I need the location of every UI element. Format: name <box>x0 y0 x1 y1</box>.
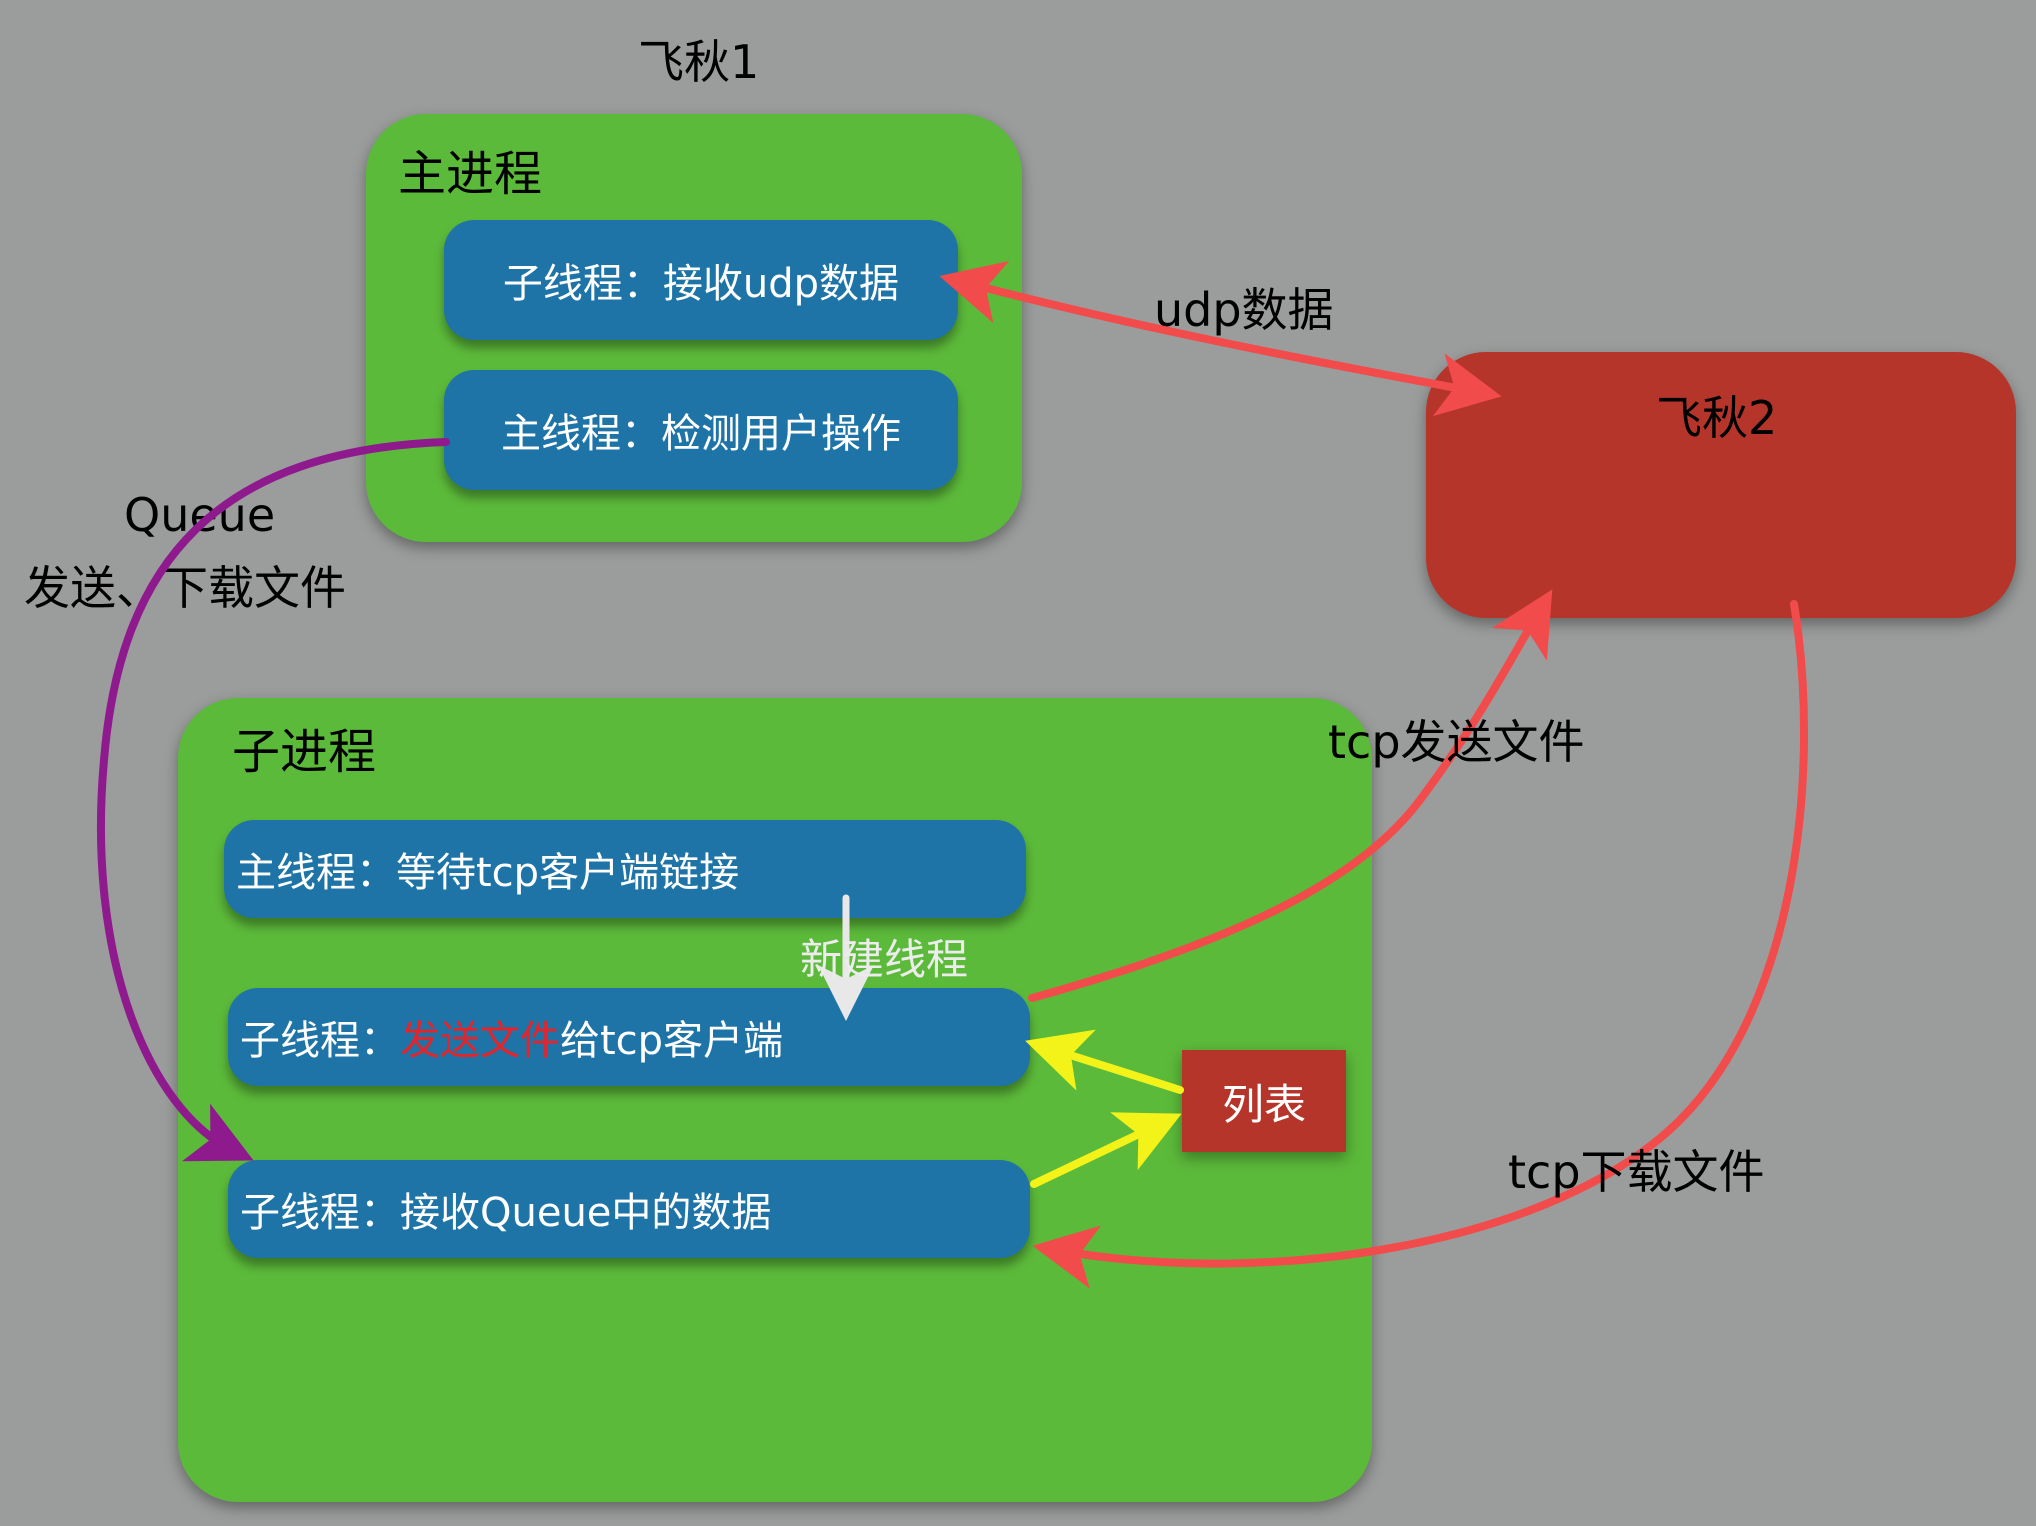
child-process-title: 子进程 <box>232 724 377 780</box>
queue-arrow <box>97 438 450 1162</box>
send-file-thread: 子线程：发送文件给tcp客户端 <box>228 988 1030 1086</box>
recv-udp-thread-label: 子线程：接收udp数据 <box>502 261 900 307</box>
recv-queue-thread-label: 子线程：接收Queue中的数据 <box>240 1190 772 1236</box>
queue-label: Queue <box>124 488 276 542</box>
tcp-send-file-arrow <box>1028 589 1553 1002</box>
list-to-send-thread-arrow <box>1025 1029 1184 1094</box>
wait-tcp-thread: 主线程：等待tcp客户端链接 <box>224 820 1026 918</box>
list-label: 列表 <box>1221 1079 1306 1129</box>
wait-tcp-thread-label: 主线程：等待tcp客户端链接 <box>236 850 740 896</box>
peer2-title: 飞秋2 <box>1656 391 1778 445</box>
peer1-title: 飞秋1 <box>638 35 760 89</box>
tcp-download-file-arrow <box>1032 600 1809 1289</box>
list-box: 列表 <box>1182 1050 1346 1152</box>
peer2-box <box>1426 352 2016 618</box>
tcp-download-file-label: tcp下载文件 <box>1508 1145 1765 1199</box>
new-thread-label: 新建线程 <box>800 935 969 984</box>
queue-send-download-label: 发送、下载文件 <box>24 561 346 615</box>
recv-udp-thread: 子线程：接收udp数据 <box>444 220 958 340</box>
send-file-thread-prefix: 子线程： <box>240 1018 400 1064</box>
tcp-send-file-label: tcp发送文件 <box>1328 715 1585 769</box>
send-file-thread-suffix: 给tcp客户端 <box>560 1018 784 1064</box>
main-process-title: 主进程 <box>398 146 543 202</box>
udp-data-arrow <box>939 260 1502 417</box>
recv-queue-to-list-arrow <box>1030 1112 1182 1188</box>
main-ui-thread-label: 主线程：检测用户操作 <box>501 411 901 457</box>
send-file-highlight: 发送文件 <box>400 1018 560 1064</box>
main-ui-thread: 主线程：检测用户操作 <box>444 370 958 490</box>
recv-queue-thread: 子线程：接收Queue中的数据 <box>228 1160 1030 1258</box>
